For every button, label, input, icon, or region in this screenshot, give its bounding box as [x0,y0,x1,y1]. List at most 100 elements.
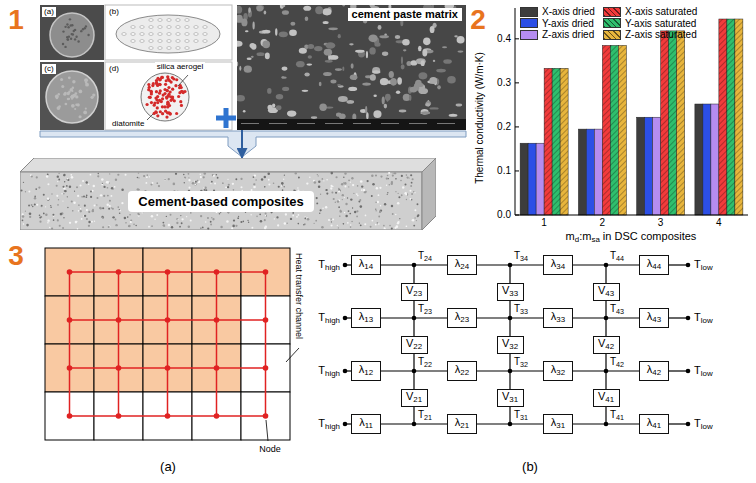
pore [194,40,198,43]
speckle [173,183,176,186]
speckle [416,220,417,221]
aggregate-grain [366,112,369,119]
subscript: 31 [509,395,518,404]
speckle [316,202,318,204]
aggregate-grain [282,87,289,91]
speckle [392,213,394,215]
speckle [109,200,111,202]
aggregate-grain [368,34,377,42]
speckle [400,180,402,182]
speckle [210,224,212,226]
speckle [212,218,214,220]
subscript: 43 [652,316,661,325]
speckle [102,226,104,228]
speckle [117,174,119,176]
aggregate-grain [402,39,409,46]
subscript: 11 [365,422,373,431]
texture-dot [55,95,59,99]
speckle [332,186,334,188]
speckle [202,227,204,229]
speckle [332,218,334,220]
speckle [401,194,403,196]
speckle [417,214,419,216]
speckle [364,191,366,193]
speckle [345,215,348,218]
speckle [320,209,322,211]
box-label: λ34 [551,258,565,271]
aggregate-grain [248,7,251,13]
speckle [150,184,152,186]
speckle [135,225,137,227]
legend-swatch [520,18,538,28]
silica-aerogel-dot [171,88,174,91]
y-tick-label: 0.3 [497,77,511,89]
speckle [388,178,389,179]
texture-dot [68,76,71,79]
speckle [103,195,105,197]
speckle [58,199,59,200]
speckle [92,209,93,210]
speckle [108,226,110,228]
speckle [340,210,343,213]
composite-block: Cement-based composites [20,158,436,230]
text-run: V [598,337,605,349]
speckle [138,172,140,174]
text-run: λ [647,257,653,269]
aggregate-grain [436,69,446,73]
silica-aerogel-dot [171,76,174,79]
aggregate-grain [380,78,389,85]
aggregate-grain [410,87,418,93]
pore [74,29,76,31]
text-run: T [610,409,616,420]
pore [71,24,73,26]
text-run: T [418,303,424,314]
speckle [394,172,396,174]
schematic-frame [105,62,232,130]
speckle [337,200,340,203]
speckle [151,215,154,218]
aggregate-grain [430,26,435,33]
silica-aerogel-dot [163,105,166,108]
speckle [47,198,49,200]
speckle [378,216,380,218]
speckle [124,217,126,219]
text-run: T [418,250,424,261]
bar [719,19,727,215]
speckle [349,213,351,215]
silica-aerogel-dot [156,95,159,98]
speckle [188,179,190,181]
speckle [320,194,321,195]
speckle [410,185,412,187]
speckle [359,222,360,223]
silica-aerogel-dot [161,97,164,100]
pore [158,47,162,50]
speckle [326,179,328,181]
bar-hatch [661,31,669,215]
speckle [330,187,332,189]
speckle [393,173,394,174]
subscript: 41 [652,422,661,431]
speckle [238,216,239,217]
legend-text: Z-axis dried [542,29,594,40]
resistance-network-wiring [343,263,691,427]
bar-hatch [618,45,626,215]
wire [381,423,447,424]
speckle [85,196,87,198]
aggregate-grain [275,28,277,36]
aggregate-grain [237,95,245,102]
speckle [93,185,95,187]
speckle [339,215,340,216]
flow-arrow [241,130,243,158]
subscript: high [325,316,340,325]
speckle [129,214,131,216]
speckle [94,205,96,207]
pore [131,33,135,36]
speckle [23,223,25,225]
temperature-label: T42 [610,356,624,368]
subscript: 32 [509,342,518,351]
sem-info-bar [237,119,466,130]
aggregate-grain [319,82,322,86]
box-label: λ11 [359,417,373,430]
temperature-label: T31 [514,409,528,421]
speckle [146,176,148,178]
